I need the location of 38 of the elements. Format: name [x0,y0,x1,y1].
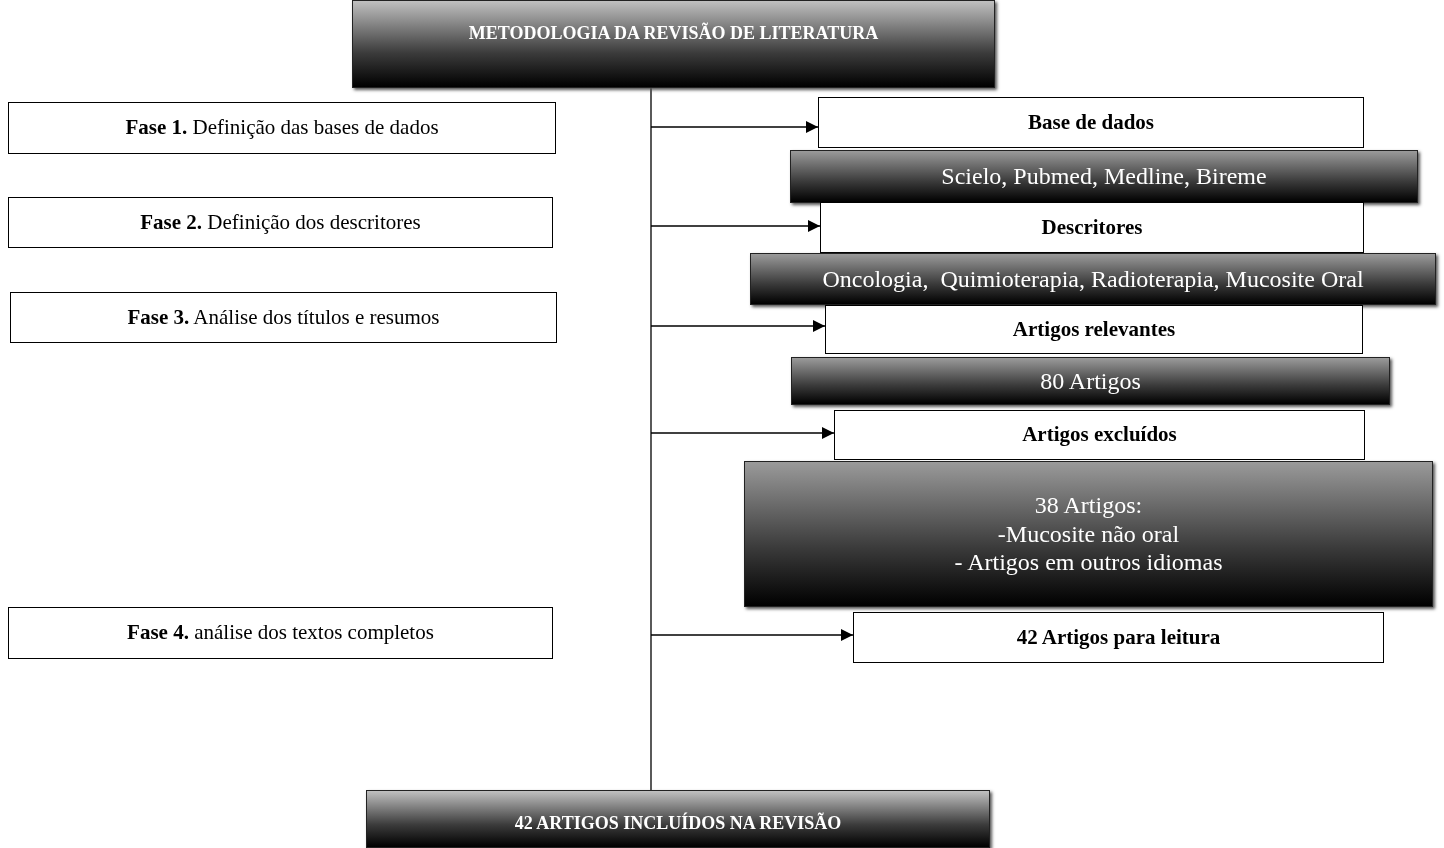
result-box [744,461,1433,607]
process-box [818,97,1364,148]
box-text: 38 Artigos: [1034,490,1143,520]
box-text: Fase 4. análise dos textos completos [127,620,434,646]
process-box [853,612,1384,663]
box-text: Fase 2. Definição dos descritores [140,209,421,236]
box-text: Fase 3. Análise dos títulos e resumos [127,304,440,331]
process-box [825,305,1363,354]
box-text: - Artigos em outros idiomas [954,548,1223,578]
box-text: 42 ARTIGOS INCLUÍDOS NA REVISÃO [514,813,842,835]
arrow [650,320,826,332]
process-box [820,202,1364,253]
header-box [366,790,990,848]
box-text: Artigos relevantes [1012,316,1176,343]
box-text: -Mucosite não oral [997,519,1180,549]
box-text: Descritores [1041,214,1143,241]
process-box [834,410,1365,460]
box-text: 80 Artigos [1040,366,1141,396]
process-box [8,102,556,154]
result-box [791,357,1390,405]
result-box [750,253,1436,305]
result-box [790,150,1418,203]
arrow [650,121,819,133]
arrow [650,220,821,232]
box-text: Oncologia, Quimioterapia, Radioterapia, Mucosite Oral [822,264,1364,294]
connector-line [650,87,652,791]
header-box [352,0,995,88]
arrow [650,629,854,641]
box-text: Base de dados [1028,109,1154,136]
box-text: Artigos excluídos [1022,422,1177,448]
box-text: Scielo, Pubmed, Medline, Bireme [941,162,1267,191]
process-box [10,292,557,343]
process-box [8,197,553,248]
box-text: Fase 1. Definição das bases de dados [125,115,439,141]
box-text: 42 Artigos para leitura [1016,624,1221,651]
process-box [8,607,553,659]
box-text: METODOLOGIA DA REVISÃO DE LITERATURA [468,23,879,45]
arrow [650,427,835,439]
